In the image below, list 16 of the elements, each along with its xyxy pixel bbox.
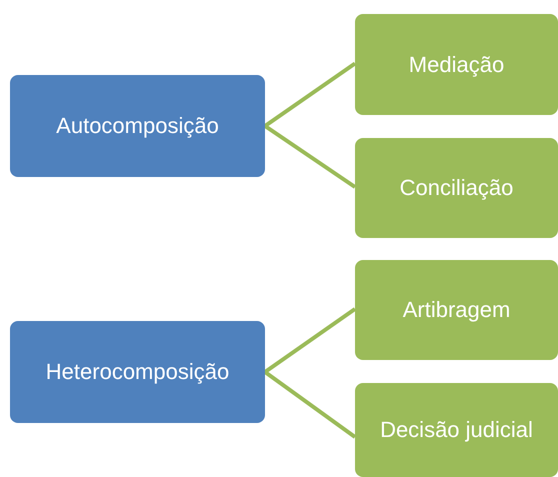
box-label: Artibragem xyxy=(402,297,510,323)
box-label: Heterocomposição xyxy=(46,359,230,385)
connector-line xyxy=(264,124,356,189)
connector-line xyxy=(264,307,356,374)
method-box xyxy=(355,260,558,360)
box-label: Mediação xyxy=(408,52,504,78)
category-box xyxy=(10,75,265,177)
box-label: Conciliação xyxy=(400,175,514,201)
category-box xyxy=(10,321,265,423)
connector-line xyxy=(264,370,356,439)
method-box xyxy=(355,383,558,477)
method-box xyxy=(355,14,558,115)
connector-line xyxy=(264,62,356,128)
method-box xyxy=(355,138,558,238)
box-label: Autocomposição xyxy=(56,113,219,139)
box-label: Decisão judicial xyxy=(380,417,533,443)
